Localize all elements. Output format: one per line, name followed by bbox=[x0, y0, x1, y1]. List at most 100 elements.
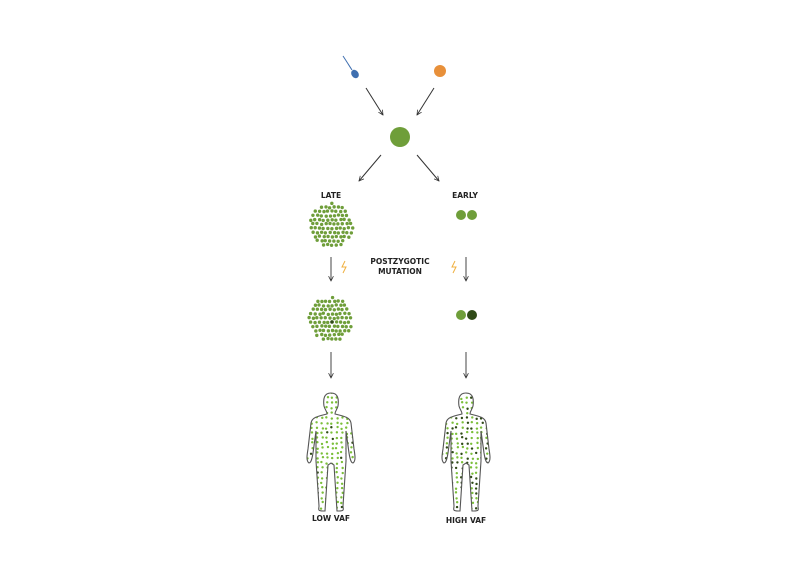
mutant-cell bbox=[475, 477, 478, 480]
cell bbox=[320, 239, 324, 243]
mutant-cell bbox=[481, 482, 485, 485]
cell bbox=[348, 221, 353, 226]
cell bbox=[340, 307, 344, 312]
cell bbox=[307, 426, 309, 430]
cell bbox=[349, 492, 353, 496]
cell bbox=[330, 407, 333, 410]
label-low-vaf: LOW VAF bbox=[312, 514, 350, 523]
cell bbox=[465, 491, 468, 495]
mutant-cell bbox=[455, 393, 459, 395]
cell bbox=[315, 412, 318, 415]
cell bbox=[341, 230, 345, 234]
cell bbox=[461, 445, 465, 449]
cell bbox=[442, 393, 445, 394]
mutant-cell bbox=[446, 411, 450, 415]
cell bbox=[313, 303, 318, 307]
cell bbox=[346, 497, 350, 501]
mutant-cell bbox=[475, 417, 478, 421]
cell bbox=[325, 405, 328, 409]
cell bbox=[485, 472, 489, 475]
cell bbox=[319, 316, 323, 320]
cell bbox=[334, 243, 338, 247]
cell bbox=[325, 416, 328, 419]
cell bbox=[451, 457, 454, 460]
cell bbox=[316, 461, 320, 464]
cell bbox=[466, 447, 469, 450]
cell bbox=[342, 226, 346, 231]
cell bbox=[344, 213, 349, 218]
cell bbox=[326, 329, 331, 333]
mutant-cell bbox=[330, 426, 333, 429]
mutant-cell bbox=[344, 491, 348, 494]
cell bbox=[456, 442, 459, 445]
mutant-cell bbox=[326, 431, 329, 434]
cell bbox=[350, 446, 353, 449]
cell bbox=[454, 432, 458, 436]
cell bbox=[311, 316, 316, 320]
cell bbox=[315, 333, 319, 338]
cell bbox=[461, 426, 464, 429]
cell bbox=[334, 209, 338, 213]
cell bbox=[326, 456, 329, 459]
cell bbox=[336, 324, 340, 329]
cell bbox=[307, 501, 308, 505]
mutant-cell bbox=[470, 447, 474, 450]
cell bbox=[346, 487, 349, 491]
cell bbox=[313, 217, 317, 222]
cell bbox=[317, 226, 322, 230]
cell bbox=[336, 299, 340, 303]
cell bbox=[351, 455, 354, 459]
cell bbox=[460, 397, 463, 401]
cell bbox=[307, 397, 309, 400]
late-cell-cluster-mutated bbox=[307, 295, 353, 341]
cell bbox=[326, 396, 330, 399]
cell bbox=[442, 491, 444, 494]
lightning-icon bbox=[341, 260, 347, 274]
cell bbox=[321, 337, 326, 341]
cell bbox=[470, 452, 473, 455]
mutant-cell bbox=[451, 427, 454, 430]
cell bbox=[350, 397, 353, 400]
mutant-cell bbox=[445, 393, 448, 396]
cell bbox=[337, 332, 341, 337]
cell bbox=[331, 442, 335, 445]
cell bbox=[341, 471, 344, 475]
cell bbox=[307, 476, 310, 479]
cell bbox=[485, 401, 489, 404]
mutant-cell bbox=[475, 406, 478, 410]
cell bbox=[347, 235, 351, 239]
mutant-cell bbox=[466, 421, 470, 424]
cell bbox=[307, 467, 309, 470]
cell bbox=[311, 221, 315, 226]
cell bbox=[461, 406, 465, 409]
cell bbox=[350, 393, 353, 394]
cell bbox=[328, 307, 332, 311]
cell bbox=[334, 337, 338, 341]
mutant-cell bbox=[466, 457, 469, 460]
cell bbox=[445, 480, 449, 484]
cell bbox=[455, 437, 459, 440]
mutant-cell bbox=[486, 507, 490, 511]
cell bbox=[335, 431, 339, 434]
cell bbox=[345, 396, 348, 400]
mutant-cell bbox=[330, 320, 334, 324]
cell bbox=[316, 451, 319, 454]
cell bbox=[326, 336, 330, 341]
cell bbox=[342, 234, 346, 239]
cell bbox=[348, 316, 353, 320]
early-cells-mutated bbox=[456, 310, 477, 320]
cell bbox=[326, 422, 329, 425]
cell bbox=[330, 456, 334, 460]
cell bbox=[335, 466, 339, 470]
cell bbox=[470, 436, 473, 440]
cell bbox=[331, 487, 334, 490]
cell bbox=[332, 230, 337, 235]
cell bbox=[310, 481, 313, 485]
cell bbox=[481, 501, 484, 505]
label-postzygotic: POSTZYGOTIC bbox=[370, 257, 430, 266]
cell bbox=[326, 312, 331, 317]
cell bbox=[326, 507, 329, 510]
mutant-cell bbox=[486, 477, 489, 481]
cell bbox=[307, 421, 308, 424]
cell bbox=[330, 417, 334, 420]
